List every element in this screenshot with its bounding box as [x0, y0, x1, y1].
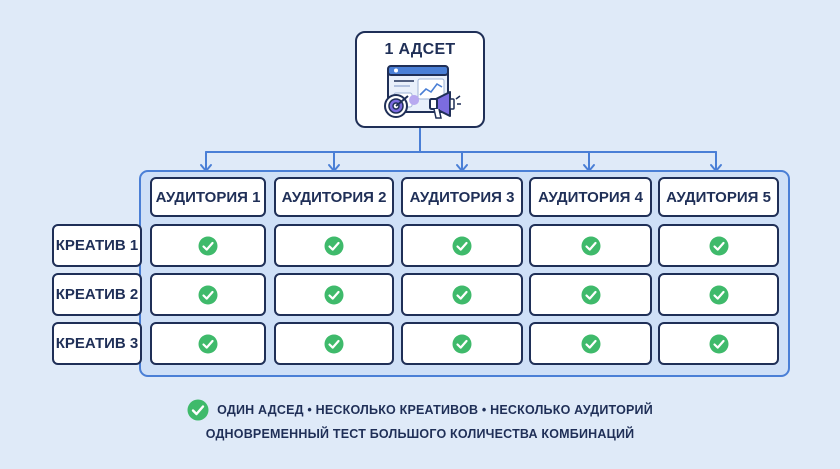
combination-cell — [658, 273, 779, 316]
creative-label-1: КРЕАТИВ 1 — [52, 224, 142, 267]
check-circle-icon — [709, 334, 728, 353]
target-icon — [384, 94, 409, 118]
audience-header-4: АУДИТОРИЯ 4 — [529, 177, 652, 217]
combination-cell — [401, 273, 523, 316]
legend-line-1: ОДИН АДСЕД • НЕСКОЛЬКО КРЕАТИВОВ • НЕСКО… — [217, 403, 653, 417]
combination-cell — [529, 322, 652, 365]
combination-cell — [150, 273, 266, 316]
adset-illustration — [384, 65, 461, 119]
check-circle-icon — [198, 334, 218, 353]
combination-cell — [150, 322, 266, 365]
audience-header-2: АУДИТОРИЯ 2 — [274, 177, 394, 217]
combination-cell — [150, 224, 266, 267]
audience-header-1: АУДИТОРИЯ 1 — [150, 177, 266, 217]
combination-cell — [401, 224, 523, 267]
adset-box: 1 АДСЕТ — [355, 31, 485, 128]
check-circle-icon — [581, 236, 600, 255]
check-circle-icon — [581, 334, 600, 353]
check-circle-icon — [324, 334, 344, 353]
check-circle-icon — [187, 399, 209, 421]
check-circle-icon — [324, 285, 344, 304]
audience-label: АУДИТОРИЯ 5 — [666, 188, 771, 206]
audience-header-3: АУДИТОРИЯ 3 — [401, 177, 523, 217]
combination-cell — [401, 322, 523, 365]
creative-label: КРЕАТИВ 3 — [55, 335, 139, 352]
check-circle-icon — [452, 334, 472, 353]
check-circle-icon — [709, 236, 728, 255]
creative-label: КРЕАТИВ 2 — [55, 286, 139, 303]
combination-cell — [274, 273, 394, 316]
check-circle-icon — [198, 285, 218, 304]
audience-label: АУДИТОРИЯ 4 — [538, 188, 643, 206]
audience-label: АУДИТОРИЯ 1 — [155, 188, 261, 206]
audience-label: АУДИТОРИЯ 2 — [281, 188, 387, 206]
creative-label: КРЕАТИВ 1 — [55, 237, 139, 254]
combination-cell — [274, 322, 394, 365]
combination-cell — [274, 224, 394, 267]
combination-cell — [529, 224, 652, 267]
legend-line-2: ОДНОВРЕМЕННЫЙ ТЕСТ БОЛЬШОГО КОЛИЧЕСТВА К… — [205, 427, 635, 441]
creative-label-3: КРЕАТИВ 3 — [52, 322, 142, 365]
combination-cell — [529, 273, 652, 316]
combination-cell — [658, 224, 779, 267]
megaphone-icon — [429, 91, 461, 119]
check-circle-icon — [709, 285, 728, 304]
check-circle-icon — [581, 285, 600, 304]
adset-title: 1 АДСЕТ — [384, 41, 456, 58]
check-circle-icon — [452, 285, 472, 304]
legend: ОДИН АДСЕД • НЕСКОЛЬКО КРЕАТИВОВ • НЕСКО… — [0, 399, 840, 421]
check-circle-icon — [198, 236, 218, 255]
audience-header-5: АУДИТОРИЯ 5 — [658, 177, 779, 217]
combination-cell — [658, 322, 779, 365]
audience-label: АУДИТОРИЯ 3 — [409, 188, 515, 206]
check-circle-icon — [452, 236, 472, 255]
creative-label-2: КРЕАТИВ 2 — [52, 273, 142, 316]
check-circle-icon — [324, 236, 344, 255]
